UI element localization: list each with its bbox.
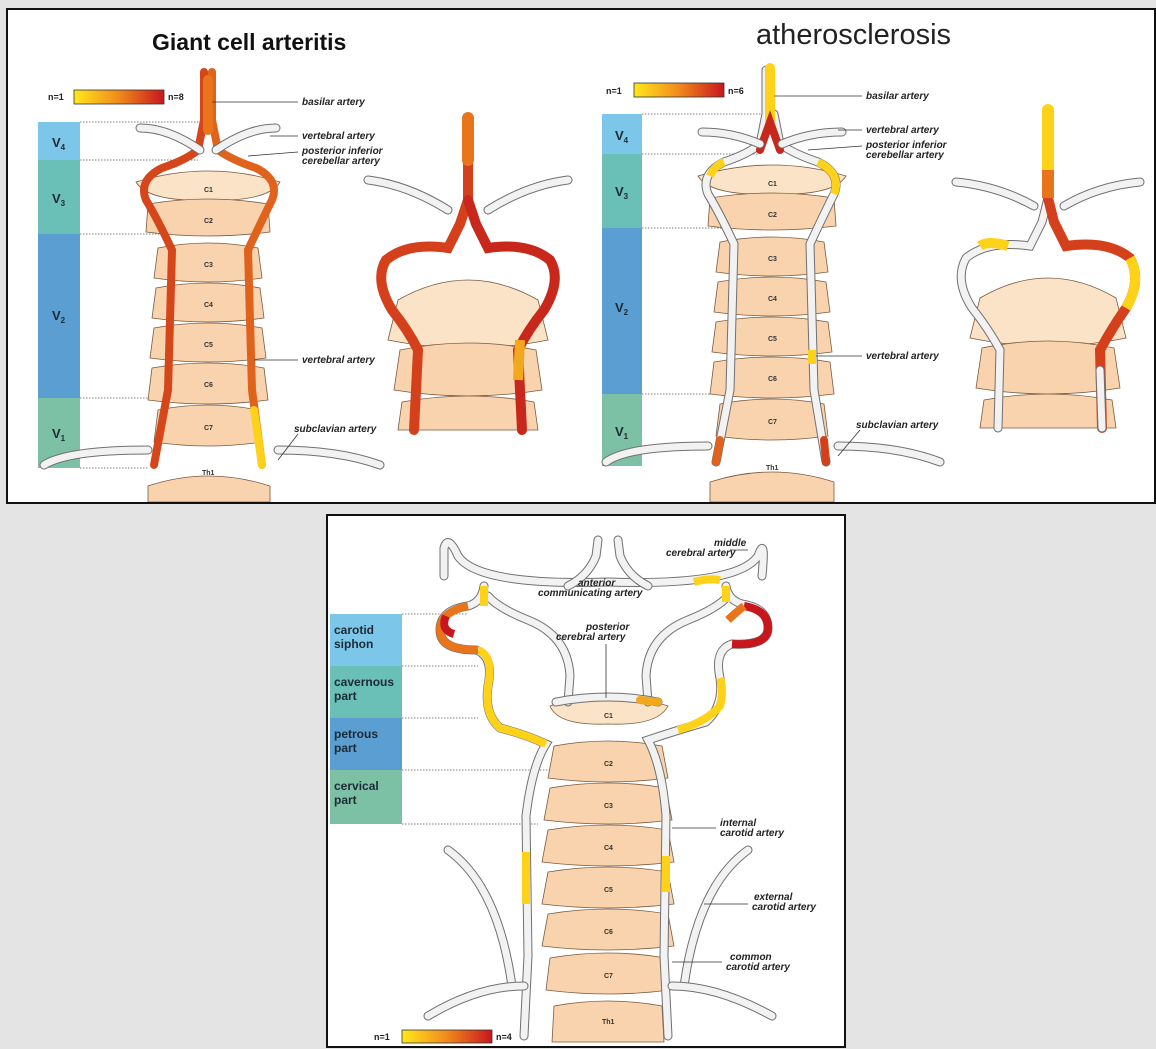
gca-legend-bar [74, 90, 164, 104]
carotid-segment-bar: carotid siphon cavernous part petrous pa… [330, 614, 548, 824]
gca-legend: n=1 n=8 [48, 90, 184, 104]
gca-legend-min: n=1 [48, 92, 64, 102]
ath-vertebral-label: vertebral artery [866, 125, 939, 136]
bottom-panel: carotid siphon cavernous part petrous pa… [326, 514, 846, 1048]
gca-subclavian-label: subclavian artery [294, 424, 377, 435]
ath-vertebra-th1-label: Th1 [766, 465, 779, 472]
ath-detail [956, 110, 1140, 428]
ath-legend: n=1 n=6 [606, 83, 744, 97]
segment-siphon-label-2: siphon [334, 637, 373, 651]
ath-vertebra-c2-label: C2 [768, 212, 777, 219]
ath-vertebra-c1-label: C1 [768, 181, 777, 188]
carotid-vertebra-c5-label: C5 [604, 887, 613, 894]
mca-label-2: cerebral artery [666, 548, 736, 559]
carotid-legend-bar [402, 1030, 492, 1043]
gca-detail [368, 118, 568, 430]
carotid-vertebra-c7-label: C7 [604, 973, 613, 980]
carotid-vertebra-c6-label: C6 [604, 929, 613, 936]
carotid-legend-min: n=1 [374, 1032, 390, 1042]
pca-label-2: cerebral artery [556, 632, 626, 643]
ath-legend-min: n=1 [606, 86, 622, 96]
ath-vertebral-label-2: vertebral artery [866, 351, 939, 362]
segment-petrous-label-1: petrous [334, 727, 378, 741]
carotid-vertebra-c1-label: C1 [604, 713, 613, 720]
acom-label-2: communicating artery [538, 588, 643, 599]
gca-legend-max: n=8 [168, 92, 184, 102]
vertebral-diagrams: Giant cell arteritis n=1 n=8 V4 V3 V2 V1 [8, 10, 1154, 502]
ath-title: atherosclerosis [756, 19, 951, 51]
carotid-legend-max: n=4 [496, 1032, 512, 1042]
eca-label-2: carotid artery [752, 902, 816, 913]
cca-label-2: carotid artery [726, 962, 790, 973]
gca-title: Giant cell arteritis [152, 29, 346, 55]
vertebra-c6-label: C6 [204, 382, 213, 389]
ath-pica-label-2: cerebellar artery [866, 150, 944, 161]
carotid-vertebra-th1-label: Th1 [602, 1019, 615, 1026]
ath-vertebra-c3-label: C3 [768, 256, 777, 263]
vertebra-c1-label: C1 [204, 187, 213, 194]
vertebra-th1-label: Th1 [202, 470, 215, 477]
ath-legend-max: n=6 [728, 86, 744, 96]
carotid-diagram: carotid siphon cavernous part petrous pa… [328, 516, 844, 1046]
gca-vertebral-label: vertebral artery [302, 131, 375, 142]
ath-vertebra-c4-label: C4 [768, 296, 777, 303]
vertebra-c4-label: C4 [204, 302, 213, 309]
vertebra-c5-label: C5 [204, 342, 213, 349]
segment-cervical-label-1: cervical [334, 779, 379, 793]
top-panel: Giant cell arteritis n=1 n=8 V4 V3 V2 V1 [6, 8, 1156, 504]
ath-vertebra-c7-label: C7 [768, 419, 777, 426]
vertebra-c2-label: C2 [204, 218, 213, 225]
ath-subclavian-label: subclavian artery [856, 420, 939, 431]
segment-siphon-label-1: carotid [334, 623, 374, 637]
carotid-vertebra-c3-label: C3 [604, 803, 613, 810]
segment-cervical-label-2: part [334, 793, 357, 807]
vertebra-c7-label: C7 [204, 425, 213, 432]
ath-vertebra-c6-label: C6 [768, 376, 777, 383]
ath-legend-bar [634, 83, 724, 97]
ath-vertebra-c5-label: C5 [768, 336, 777, 343]
gca-vertebral-label-2: vertebral artery [302, 355, 375, 366]
carotid-vertebra-c2-label: C2 [604, 761, 613, 768]
ica-label-2: carotid artery [720, 828, 784, 839]
carotid-legend: n=1 n=4 [374, 1030, 512, 1043]
segment-petrous-label-2: part [334, 741, 357, 755]
carotid-vertebra-c4-label: C4 [604, 845, 613, 852]
segment-cavernous-label-1: cavernous [334, 675, 394, 689]
vertebra-c3-label: C3 [204, 262, 213, 269]
ath-basilar-label: basilar artery [866, 91, 929, 102]
segment-cavernous-label-2: part [334, 689, 357, 703]
gca-pica-label-2: cerebellar artery [302, 156, 380, 167]
gca-basilar-label: basilar artery [302, 97, 365, 108]
